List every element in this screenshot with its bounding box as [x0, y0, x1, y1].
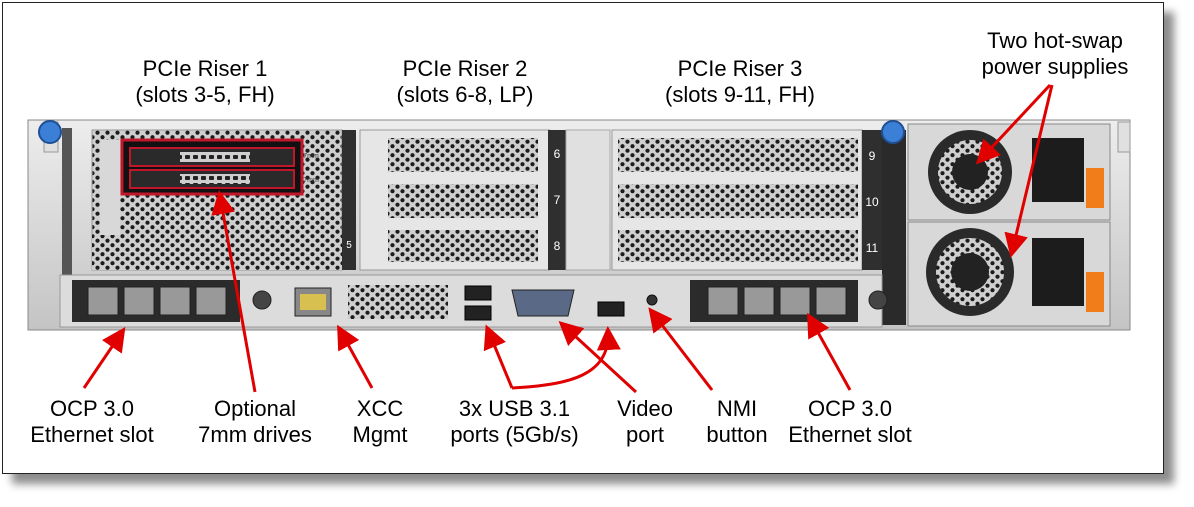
slot-8-number: 8	[554, 239, 561, 253]
label-xcc-line1: XCC	[356, 396, 404, 421]
label-ocp-right-line2: Ethernet slot	[788, 422, 912, 447]
label-ocp-left: OCP 3.0 Ethernet slot	[12, 396, 172, 448]
label-usb-line2: ports (5Gb/s)	[450, 422, 579, 447]
label-drives-line1: Optional	[214, 396, 296, 421]
callout-arrows	[82, 83, 1054, 394]
slot-6-number: 6	[554, 147, 561, 161]
rj45-port	[743, 286, 775, 316]
ocp-left-screw	[252, 290, 272, 310]
left-rail	[62, 128, 72, 318]
rj45-port	[195, 286, 227, 316]
thumbscrew-left	[38, 120, 62, 144]
usb-port-3	[597, 301, 625, 317]
psu-2	[907, 221, 1111, 327]
label-psu-line1: Two hot-swap	[987, 28, 1123, 53]
arrow-usb-1	[483, 324, 514, 389]
arrow-ocp-right	[807, 312, 852, 391]
drive-cage: 7mm 7mm	[120, 138, 319, 196]
label-ocp-left-line2: Ethernet slot	[30, 422, 154, 447]
riser-3: 9 10 11	[611, 129, 906, 325]
psu-1	[907, 123, 1111, 221]
label-psu: Two hot-swap power supplies	[955, 28, 1155, 80]
vga-port	[511, 289, 575, 317]
label-video-line1: Video	[617, 396, 673, 421]
drive-1-grille	[180, 152, 250, 162]
psu-2-power-inlet	[1032, 238, 1084, 306]
usb-port-1	[464, 285, 492, 301]
riser-3-bracket	[862, 130, 882, 270]
drive-tag-2: 7mm	[303, 177, 319, 184]
riser-2-bracket	[548, 130, 566, 270]
rj45-port	[707, 286, 739, 316]
drive-2-grille	[180, 174, 250, 184]
label-riser-2: PCIe Riser 2 (slots 6-8, LP)	[370, 56, 560, 108]
arrow-psu-2	[1004, 84, 1054, 258]
label-psu-line2: power supplies	[981, 54, 1129, 79]
label-nmi-line1: NMI	[716, 396, 758, 421]
label-drives-line2: 7mm drives	[198, 422, 312, 447]
label-usb-line1: 3x USB 3.1	[458, 396, 571, 421]
label-drives: Optional 7mm drives	[180, 396, 330, 448]
riser-2: 6 7 8	[359, 129, 611, 271]
psu-1-latch	[1086, 168, 1104, 208]
psu-2-latch	[1086, 272, 1104, 312]
label-xcc-line2: Mgmt	[352, 422, 408, 447]
arrow-ocp-left	[82, 327, 126, 389]
label-nmi-line2: button	[706, 422, 768, 447]
xcc-port-contacts	[300, 294, 326, 310]
label-riser-2-line1: PCIe Riser 2	[402, 56, 528, 81]
arrow-psu-1	[975, 83, 1052, 165]
label-riser-3: PCIe Riser 3 (slots 9-11, FH)	[640, 56, 840, 108]
slot-11-number: 11	[866, 241, 879, 255]
rj45-port	[87, 286, 119, 316]
label-video: Video port	[600, 396, 690, 448]
label-usb: 3x USB 3.1 ports (5Gb/s)	[432, 396, 597, 448]
ocp-right-module	[690, 280, 888, 322]
right-ear	[1117, 121, 1131, 153]
label-nmi: NMI button	[692, 396, 782, 448]
label-riser-1: PCIe Riser 1 (slots 3-5, FH)	[110, 56, 300, 108]
ocp-right-screw	[868, 290, 888, 310]
rj45-port	[123, 286, 155, 316]
rj45-port	[779, 286, 811, 316]
riser-1-bracket	[342, 130, 356, 270]
slot-9-number: 9	[869, 149, 876, 163]
label-riser-3-line1: PCIe Riser 3	[677, 56, 803, 81]
io-vent	[348, 285, 448, 319]
label-riser-1-line2: (slots 3-5, FH)	[135, 82, 275, 107]
label-xcc: XCC Mgmt	[335, 396, 425, 448]
arrow-drives	[211, 190, 257, 393]
arrow-nmi	[648, 307, 714, 391]
rj45-port	[815, 286, 847, 316]
label-ocp-left-line1: OCP 3.0	[50, 396, 134, 421]
usb-port-2	[464, 305, 492, 321]
slot-7-number: 7	[554, 193, 561, 207]
label-riser-3-line2: (slots 9-11, FH)	[665, 82, 815, 107]
thumbscrew-right	[881, 120, 905, 144]
nmi-button	[646, 294, 658, 306]
arrow-xcc	[337, 324, 374, 389]
slot-10-number: 10	[865, 195, 879, 209]
arrow-usb-2	[511, 326, 621, 390]
label-riser-2-line2: (slots 6-8, LP)	[396, 82, 534, 107]
label-video-line2: port	[626, 422, 664, 447]
psu-1-power-inlet	[1032, 138, 1084, 202]
arrow-video	[558, 320, 638, 394]
drive-tag-1: 7mm	[303, 153, 319, 160]
ocp-left-module	[72, 280, 272, 322]
label-ocp-right: OCP 3.0 Ethernet slot	[775, 396, 925, 448]
rj45-port	[159, 286, 191, 316]
slot-5-number: 5	[346, 240, 352, 251]
label-riser-1-line1: PCIe Riser 1	[142, 56, 268, 81]
label-ocp-right-line1: OCP 3.0	[808, 396, 892, 421]
